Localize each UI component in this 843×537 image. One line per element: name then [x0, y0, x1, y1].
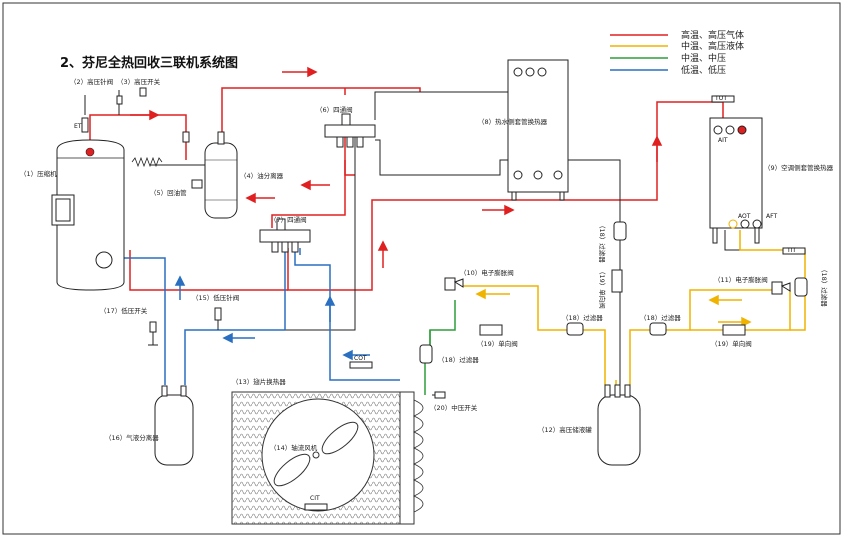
- label-filter-3: （18）过滤器: [438, 355, 479, 364]
- pipe-cold-to-coil: [294, 248, 400, 381]
- cot-sensor-box: [349, 361, 373, 369]
- label-compressor: （1）压缩机: [20, 169, 57, 178]
- axial-fan: [261, 398, 375, 512]
- tit-sensor-box: [782, 247, 806, 255]
- sensor-aft: AFT: [766, 213, 777, 220]
- label-axial-fan: （14）轴流风机: [270, 443, 318, 452]
- sensor-tit: TIT: [786, 247, 796, 254]
- compressor: [51, 139, 125, 291]
- pipe-water-4: [375, 139, 510, 176]
- legend-label-mid: 中温、中压: [681, 52, 726, 64]
- cit-sensor-box: [304, 503, 328, 511]
- label-ac-heat-exchanger: （9）空调侧套管换热器: [764, 163, 834, 172]
- arrow-y3-head: [741, 316, 752, 328]
- pipe-compressor-bottom: [129, 250, 288, 291]
- label-liquid-receiver: （12）高压储液罐: [538, 425, 592, 434]
- label-hp-needle-valve: （2）高压针阀: [70, 77, 113, 86]
- legend-label-hot-liquid: 中温、高压液体: [681, 40, 744, 52]
- pipe-liquid-left: [462, 285, 606, 385]
- label-oil-separator: （4）油分离器: [240, 171, 284, 180]
- hp-switch: [116, 87, 147, 115]
- liquid-receiver: [597, 384, 641, 466]
- eev-10: [444, 277, 464, 291]
- mp-switch: [432, 391, 446, 399]
- ac-heat-exchanger: [709, 95, 763, 244]
- label-gas-liquid-separator: （16）气液分离器: [105, 433, 159, 442]
- label-four-way-valve-6: （6）四通阀: [316, 105, 353, 114]
- page-title: 2、芬尼全热回收三联机系统图: [60, 55, 238, 71]
- sensor-aot: AOT: [738, 213, 751, 220]
- label-filter-2: （18）过滤器: [640, 313, 681, 322]
- arrow-y2-head: [708, 294, 719, 306]
- filters: [419, 221, 808, 364]
- cold-arrows: [174, 275, 370, 361]
- label-water-heat-exchanger: （8）热水侧套管换热器: [478, 117, 548, 126]
- eev-11: [771, 281, 791, 295]
- arrow-3-head: [300, 179, 311, 191]
- lp-switch: [148, 321, 158, 346]
- pipe-oilsep-to-4way6: [221, 87, 421, 135]
- arrow-y1-head: [475, 288, 486, 300]
- sensor-cit: CIT: [310, 495, 320, 502]
- liquid-arrows: [475, 288, 752, 328]
- arrow-4-head: [245, 192, 256, 204]
- oil-return-pipe: [131, 156, 203, 189]
- label-check-valve-vertical: （19）单向阀: [598, 268, 607, 309]
- label-check-valve-2: （19）单向阀: [711, 339, 752, 348]
- arrow-5-head: [504, 204, 515, 216]
- gas-liquid-separator: [154, 385, 194, 466]
- lp-needle-valve: [214, 307, 222, 330]
- pipe-liquid-right-a: [629, 289, 780, 385]
- sensor-cot: COT: [354, 355, 367, 362]
- arrow-b4-head: [342, 349, 353, 361]
- label-filter-1: （18）过滤器: [562, 313, 603, 322]
- pipe-water-1: [285, 125, 356, 331]
- cold-pipes: [120, 248, 400, 385]
- arrow-7-head: [651, 135, 663, 146]
- pipe-water-2: [374, 91, 508, 120]
- arrow-b2-head: [222, 332, 233, 344]
- legend: 高温、高压气体 中温、高压液体 中温、中压 低温、低压: [610, 29, 744, 76]
- pipe-ac-1: [724, 230, 780, 251]
- pipe-liquid-right-b: [690, 290, 791, 331]
- four-way-valve-7: [259, 218, 311, 253]
- water-heat-exchanger: [507, 59, 569, 201]
- label-filter-vertical-1: （18）过滤器: [598, 222, 607, 263]
- arrow-b3-head: [324, 295, 336, 306]
- pipe-cold-to-separator: [120, 257, 166, 385]
- label-hp-switch: （3）高压开关: [117, 77, 161, 86]
- four-way-valve-6: [324, 113, 376, 148]
- label-lp-switch: （17）低压开关: [100, 306, 148, 315]
- legend-label-cold: 低温、低压: [681, 64, 726, 76]
- water-pipes: [150, 91, 780, 385]
- pipe-cold-separator-out: [184, 329, 285, 385]
- label-oil-return-pipe: （5）回油管: [150, 188, 187, 197]
- arrow-6-head: [377, 240, 389, 251]
- liquid-pipes: [462, 230, 806, 385]
- arrow-b1-head: [174, 275, 186, 286]
- label-eev-11: （11）电子膨胀阀: [714, 275, 768, 284]
- label-eev-10: （10）电子膨胀阀: [460, 268, 514, 277]
- check-valves: [479, 269, 746, 336]
- oil-separator: [182, 131, 238, 219]
- label-check-valve-1: （19）单向阀: [477, 339, 518, 348]
- legend-label-hot-gas: 高温、高压气体: [681, 29, 744, 41]
- hot-gas-arrows: [130, 66, 663, 268]
- label-lp-needle-valve: （15）低压针阀: [192, 293, 239, 302]
- label-four-way-valve-7: （7）四通阀: [270, 215, 307, 224]
- label-mp-switch: （20）中压开关: [430, 403, 478, 412]
- arrow-2-head: [149, 109, 160, 121]
- label-filter-vertical-2: （18）过滤器: [820, 266, 829, 307]
- pipe-4way6-to-4way7: [271, 160, 346, 228]
- hp-needle-valve: [81, 95, 89, 133]
- sensor-ait: AIT: [718, 137, 728, 144]
- label-fin-heat-exchanger: （13）翅片换热器: [232, 377, 286, 386]
- arrow-1-head: [307, 66, 318, 78]
- sensor-et: ET: [74, 123, 82, 130]
- sensor-tot: TOT: [714, 95, 727, 102]
